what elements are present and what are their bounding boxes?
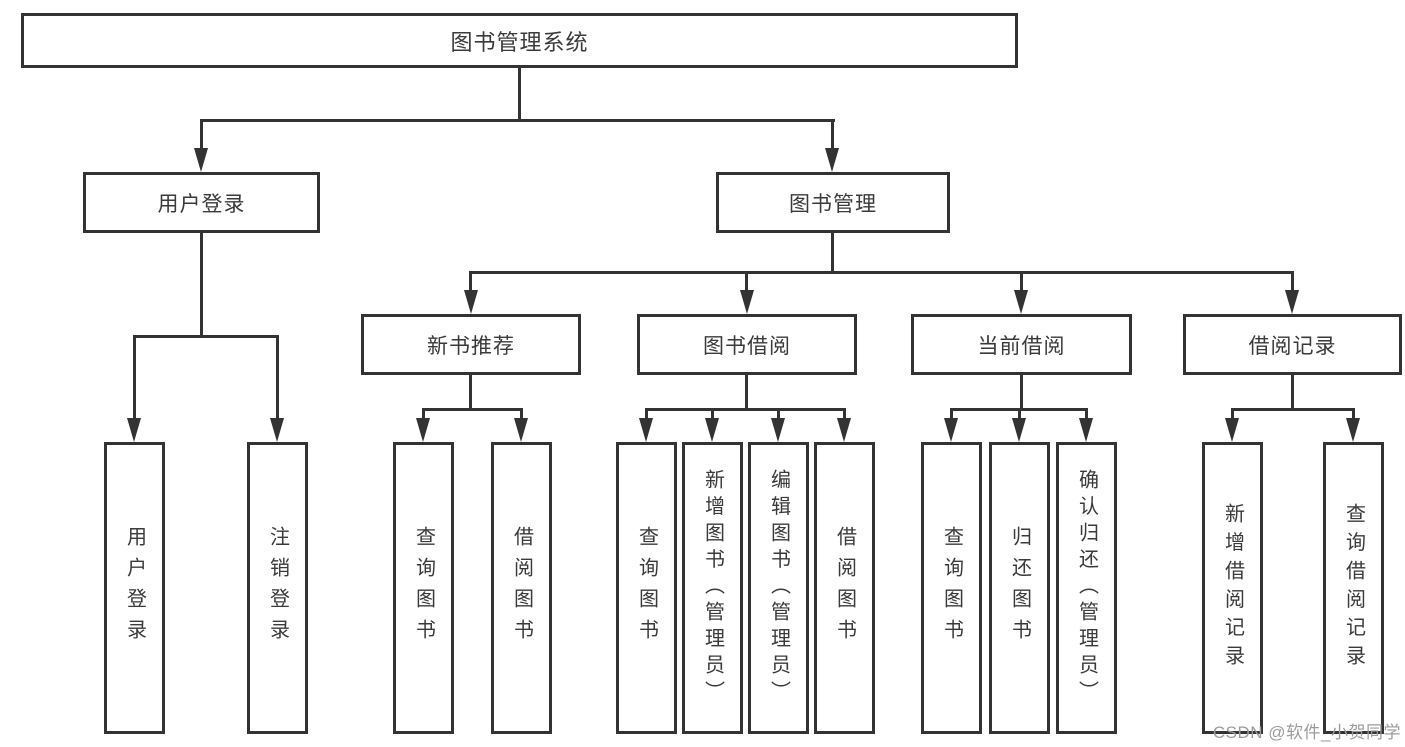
leaf-query-books-current: 查询图书 [921, 442, 982, 734]
node-book-management: 图书管理 [716, 172, 950, 233]
connector-root-stem [518, 68, 521, 119]
leaf-add-books-admin: 新增图书（管理员） [682, 442, 743, 734]
arrowhead-leaf-borrow-books-recommend [514, 418, 528, 442]
connector-stem-current-borrowing [1020, 271, 1023, 292]
connector-stem-leaf [1018, 408, 1021, 420]
node-label: 图书管理系统 [450, 29, 589, 55]
connector-stem-leaf [1352, 408, 1355, 420]
connector-book-borrowing-bar [645, 408, 845, 411]
connector-stem-leaf [1231, 408, 1234, 420]
connector-stem-leaf [1085, 408, 1088, 420]
connector-borrowing-records-bar [1231, 408, 1354, 411]
connector-root-bar [200, 119, 835, 122]
leaf-edit-books-admin: 编辑图书（管理员） [748, 442, 809, 734]
node-label: 借阅记录 [1248, 334, 1337, 358]
connector-current-borrowing-stem [1020, 375, 1023, 408]
leaf-borrow-books-recommend: 借阅图书 [491, 442, 552, 734]
node-library-system: 图书管理系统 [21, 13, 1018, 68]
connector-stem-leaf [645, 408, 648, 420]
arrowhead-leaf-logout [270, 418, 284, 442]
connector-stem-leaf [777, 408, 780, 420]
connector-stem-leaf [711, 408, 714, 420]
node-label: 用户登录 [157, 192, 246, 216]
leaf-label: 编辑图书（管理员） [767, 469, 790, 707]
leaf-query-books-borrowing: 查询图书 [616, 442, 677, 734]
leaf-query-borrow-record: 查询借阅记录 [1323, 442, 1384, 734]
leaf-return-books: 归还图书 [989, 442, 1050, 734]
arrowhead-new-book-recommend [464, 290, 478, 314]
connector-stem-new-book-recommend [469, 271, 472, 292]
connector-stem-book-borrowing [745, 271, 748, 292]
arrowhead-leaf-borrow-books-borrowing [837, 418, 851, 442]
connector-stem-leaf [950, 408, 953, 420]
leaf-borrow-books-borrowing: 借阅图书 [814, 442, 875, 734]
arrowhead-leaf-query-books-current [944, 418, 958, 442]
leaf-add-borrow-record: 新增借阅记录 [1202, 442, 1263, 734]
leaf-label: 借阅图书 [510, 526, 533, 650]
node-label: 图书管理 [789, 192, 877, 216]
node-label: 新书推荐 [427, 334, 515, 358]
node-book-borrowing: 图书借阅 [637, 314, 857, 375]
arrowhead-user-login [194, 148, 208, 172]
arrowhead-leaf-query-borrow-record [1346, 418, 1360, 442]
connector-book-borrowing-stem [745, 375, 748, 408]
arrowhead-leaf-query-books-borrowing [639, 418, 653, 442]
arrowhead-current-borrowing [1014, 290, 1028, 314]
leaf-logout: 注销登录 [247, 442, 308, 734]
leaf-label: 查询图书 [635, 526, 658, 650]
connector-user-login-bar [133, 335, 279, 338]
node-label: 图书借阅 [703, 334, 791, 358]
connector-stem-user-login [200, 119, 203, 150]
leaf-label: 借阅图书 [833, 526, 856, 650]
connector-stem-leaf-user-login [133, 335, 136, 420]
arrowhead-leaf-edit-books-admin [771, 418, 785, 442]
connector-new-book-recommend-stem [469, 375, 472, 408]
node-current-borrowing: 当前借阅 [911, 314, 1132, 375]
watermark: CSDN @软件_小贺同学 [1212, 723, 1401, 742]
leaf-label: 新增图书（管理员） [701, 469, 724, 707]
connector-stem-leaf [520, 408, 523, 420]
connector-borrowing-records-stem [1291, 375, 1294, 408]
arrowhead-leaf-user-login [127, 418, 141, 442]
connector-new-book-recommend-bar [422, 408, 522, 411]
connector-book-management-bar [469, 271, 1294, 274]
node-user-login: 用户登录 [83, 172, 320, 233]
arrowhead-leaf-return-books [1012, 418, 1026, 442]
leaf-label: 查询图书 [940, 526, 963, 650]
arrowhead-leaf-add-books-admin [705, 418, 719, 442]
connector-stem-leaf-logout [276, 335, 279, 420]
leaf-label: 查询图书 [412, 526, 435, 650]
connector-stem-leaf [843, 408, 846, 420]
connector-book-management-stem [831, 233, 834, 271]
node-borrowing-records: 借阅记录 [1183, 314, 1402, 375]
leaf-label: 查询借阅记录 [1342, 502, 1365, 674]
node-new-book-recommend: 新书推荐 [361, 314, 581, 375]
leaf-label: 确认归还（管理员） [1075, 469, 1098, 707]
arrowhead-book-management [825, 148, 839, 172]
arrowhead-borrowing-records [1285, 290, 1299, 314]
leaf-user-login: 用户登录 [104, 442, 165, 734]
leaf-query-books-recommend: 查询图书 [393, 442, 454, 734]
connector-user-login-stem [200, 233, 203, 335]
arrowhead-book-borrowing [740, 290, 754, 314]
connector-stem-leaf [422, 408, 425, 420]
arrowhead-leaf-query-books-recommend [416, 418, 430, 442]
leaf-label: 归还图书 [1008, 526, 1031, 650]
arrowhead-leaf-confirm-return-admin [1079, 418, 1093, 442]
leaf-confirm-return-admin: 确认归还（管理员） [1056, 442, 1117, 734]
connector-stem-book-management [831, 119, 834, 150]
leaf-label: 新增借阅记录 [1221, 502, 1244, 674]
node-label: 当前借阅 [977, 334, 1066, 358]
leaf-label: 用户登录 [123, 526, 146, 650]
connector-stem-borrowing-records [1291, 271, 1294, 292]
leaf-label: 注销登录 [266, 526, 289, 650]
arrowhead-leaf-add-borrow-record [1225, 418, 1239, 442]
